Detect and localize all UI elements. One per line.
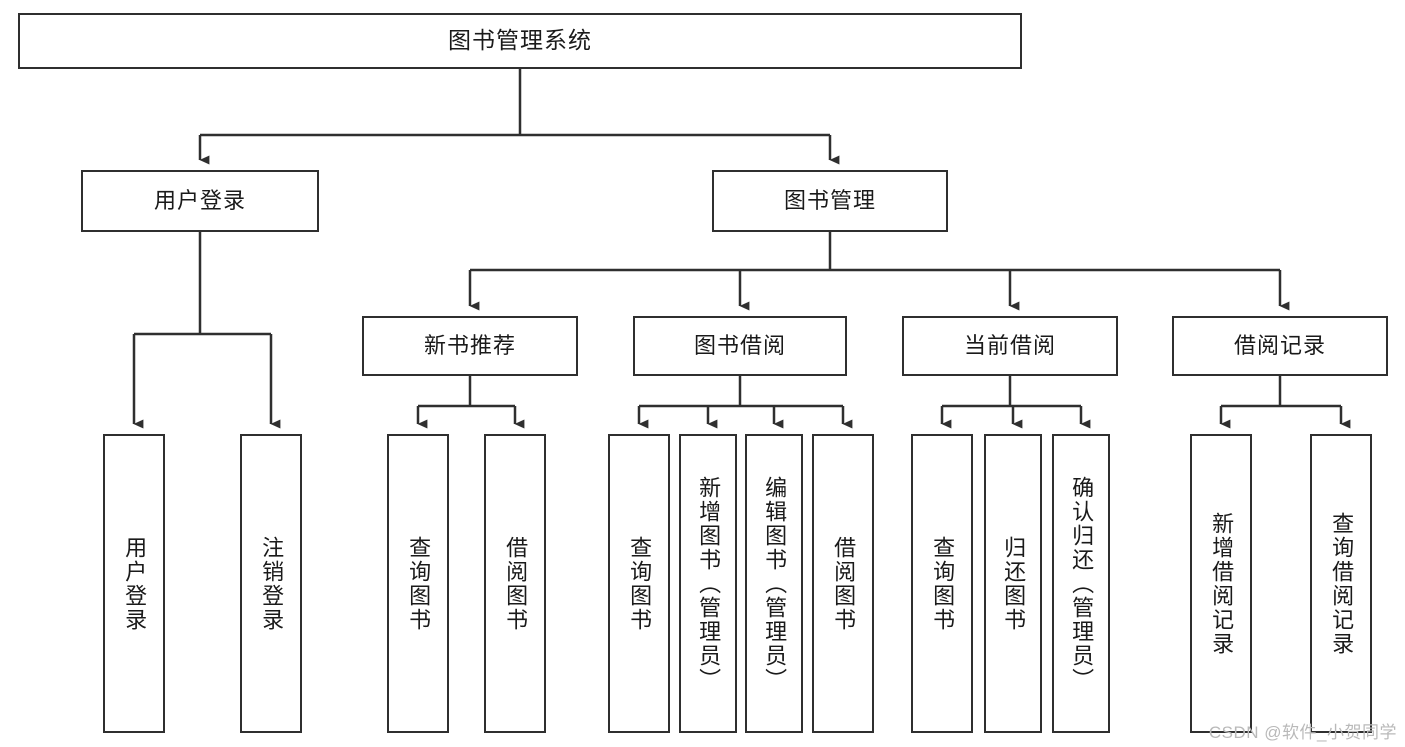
node-l_b_borrow[interactable]: 借阅图书 — [812, 434, 874, 733]
node-label: 新书推荐 — [423, 332, 516, 358]
node-current[interactable]: 当前借阅 — [902, 316, 1118, 376]
node-label: 确认归还（管理员） — [1069, 475, 1095, 692]
node-records[interactable]: 借阅记录 — [1172, 316, 1388, 376]
node-label: 用户登录 — [122, 535, 148, 632]
node-label: 当前借阅 — [963, 332, 1056, 358]
node-root[interactable]: 图书管理系统 — [18, 13, 1022, 69]
node-l_c_confirm[interactable]: 确认归还（管理员） — [1052, 434, 1110, 733]
node-l_b_query[interactable]: 查询图书 — [608, 434, 670, 733]
node-label: 查询图书 — [930, 535, 956, 632]
node-label: 借阅图书 — [831, 535, 857, 632]
node-login[interactable]: 用户登录 — [81, 170, 319, 232]
node-label: 借阅记录 — [1233, 332, 1326, 358]
node-label: 新增图书（管理员） — [696, 475, 722, 692]
node-l_r_add[interactable]: 新增借阅记录 — [1190, 434, 1252, 733]
node-label: 图书借阅 — [693, 332, 786, 358]
node-label: 图书管理系统 — [448, 27, 592, 54]
node-label: 归还图书 — [1001, 535, 1027, 632]
node-l_logout[interactable]: 注销登录 — [240, 434, 302, 733]
node-borrow[interactable]: 图书借阅 — [633, 316, 847, 376]
node-newrec[interactable]: 新书推荐 — [362, 316, 578, 376]
node-label: 编辑图书（管理员） — [762, 475, 788, 692]
node-l_c_return[interactable]: 归还图书 — [984, 434, 1042, 733]
node-l_login[interactable]: 用户登录 — [103, 434, 165, 733]
node-l_nr_borrow[interactable]: 借阅图书 — [484, 434, 546, 733]
node-label: 查询图书 — [406, 535, 432, 632]
node-label: 借阅图书 — [503, 535, 529, 632]
node-l_nr_query[interactable]: 查询图书 — [387, 434, 449, 733]
node-l_b_add[interactable]: 新增图书（管理员） — [679, 434, 737, 733]
node-l_b_edit[interactable]: 编辑图书（管理员） — [745, 434, 803, 733]
node-l_c_query[interactable]: 查询图书 — [911, 434, 973, 733]
node-l_r_query[interactable]: 查询借阅记录 — [1310, 434, 1372, 733]
node-label: 查询借阅记录 — [1329, 511, 1355, 656]
node-label: 注销登录 — [259, 535, 285, 632]
node-label: 查询图书 — [627, 535, 653, 632]
node-bookmgmt[interactable]: 图书管理 — [712, 170, 948, 232]
csdn-watermark: CSDN @软件_小贺同学 — [1208, 723, 1397, 742]
node-label: 图书管理 — [783, 187, 876, 213]
node-label: 用户登录 — [153, 187, 246, 213]
node-label: 新增借阅记录 — [1209, 511, 1235, 656]
